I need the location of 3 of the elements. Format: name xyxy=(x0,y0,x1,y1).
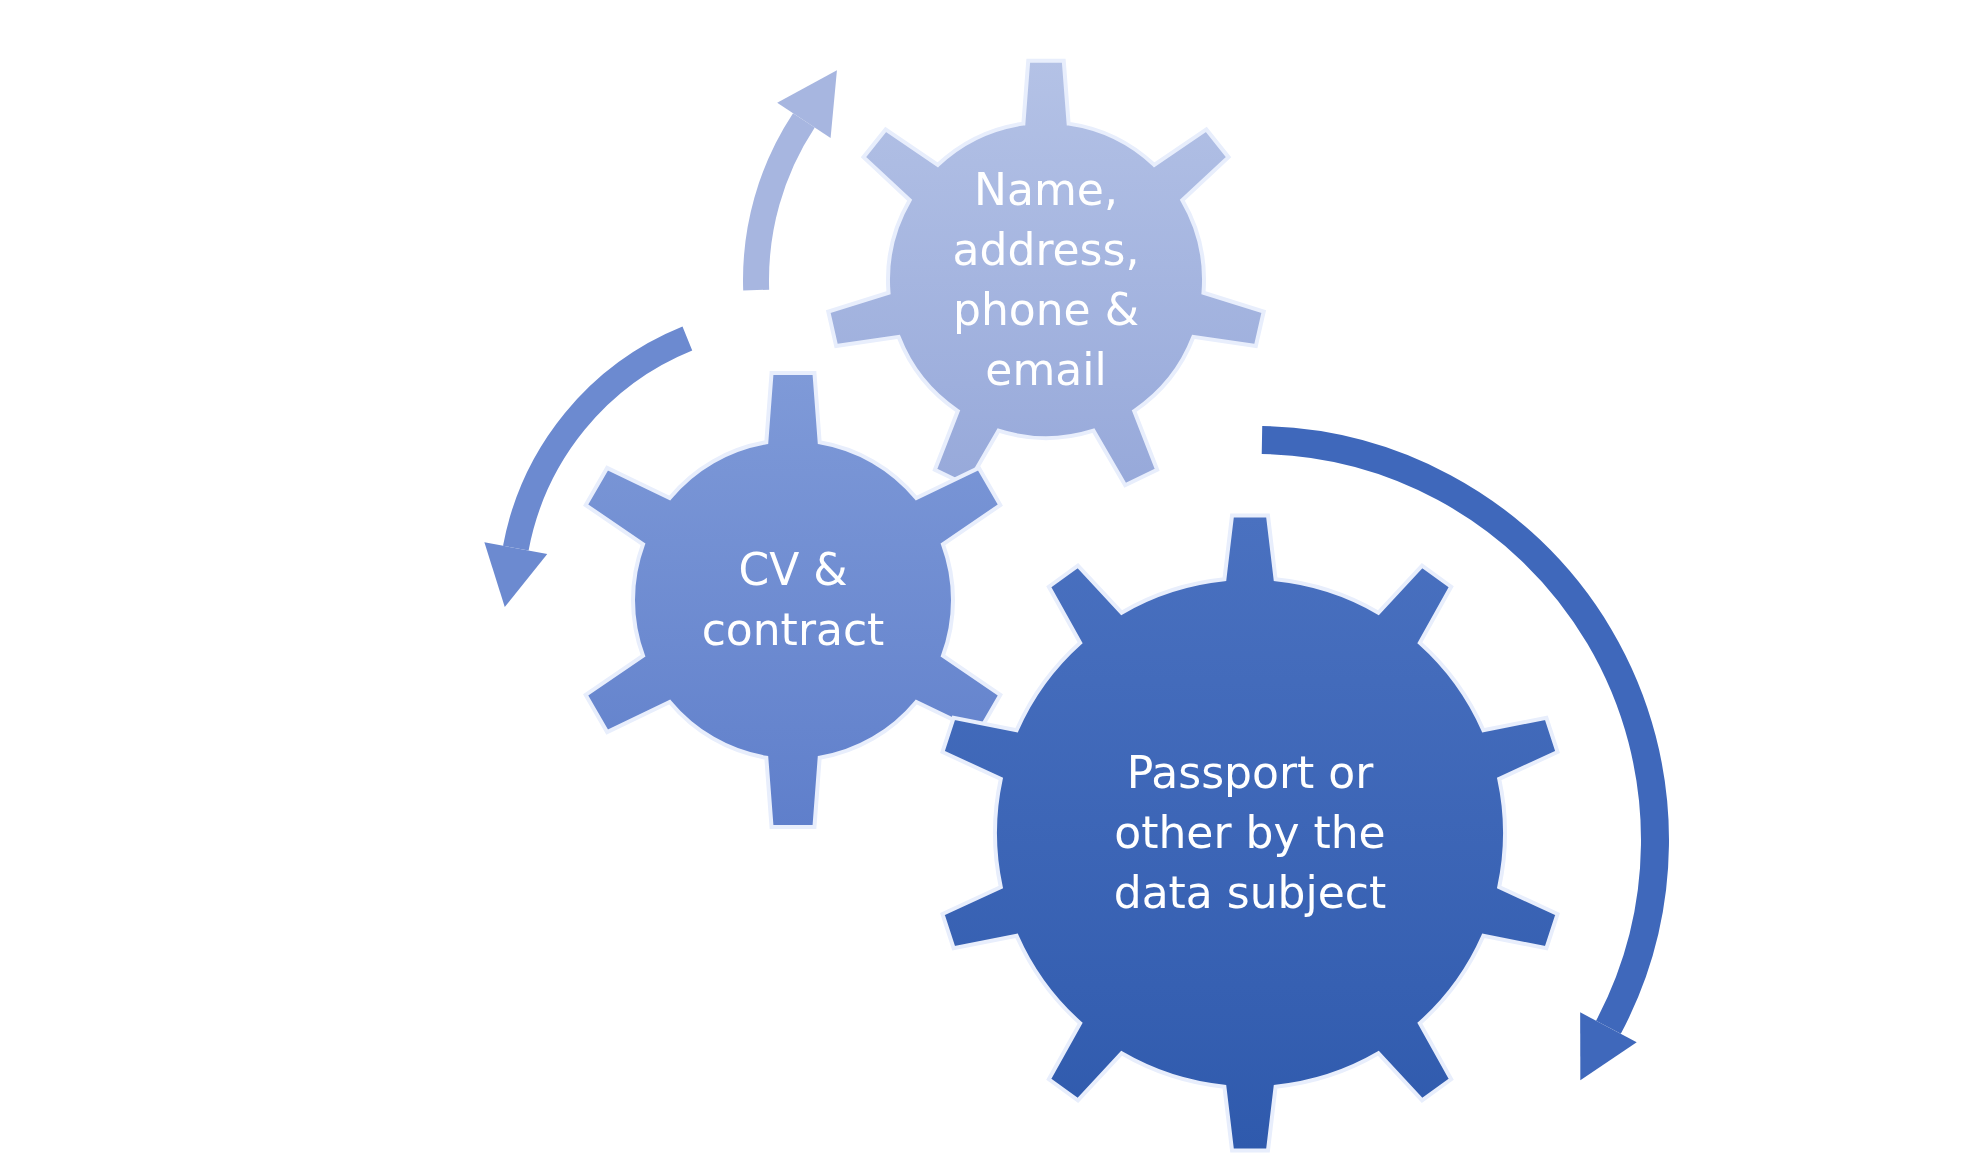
gear-label: Name, address, phone & email xyxy=(951,163,1141,397)
gear-label: CV & contract xyxy=(700,543,886,657)
gear-label: Passport or other by the data subject xyxy=(1112,746,1388,920)
